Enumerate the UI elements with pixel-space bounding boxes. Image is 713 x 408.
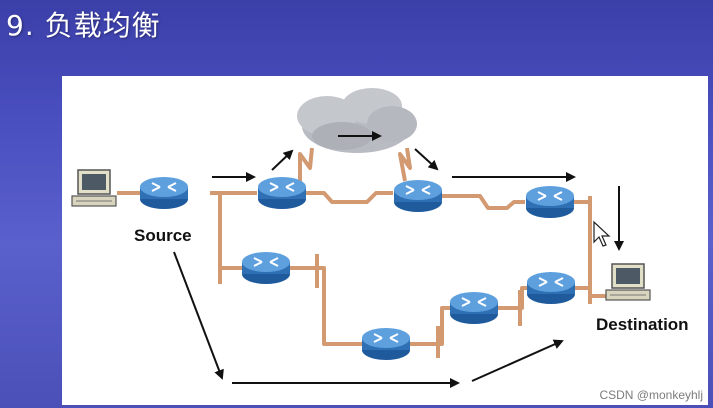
diagram-panel: Source Destination xyxy=(62,76,708,405)
router-top-left-icon xyxy=(257,176,307,210)
destination-label: Destination xyxy=(596,315,689,334)
router-lower-right-icon xyxy=(526,271,576,305)
network-diagram xyxy=(71,88,651,388)
router-top-middle-icon xyxy=(393,179,443,213)
mouse-cursor-icon xyxy=(593,220,611,247)
router-lower-middle-icon xyxy=(449,291,499,325)
destination-computer-icon xyxy=(605,263,651,301)
watermark: CSDN @monkeyhlj xyxy=(599,388,703,402)
source-computer-icon xyxy=(71,169,117,207)
router-top-right-icon xyxy=(525,185,575,219)
traffic-arrows xyxy=(173,131,624,388)
slide-title: 9. 负载均衡 xyxy=(6,9,161,42)
router-bottom-icon xyxy=(361,327,411,361)
router-source-icon xyxy=(139,176,189,210)
network-cloud xyxy=(297,88,417,153)
router-lower-left-icon xyxy=(241,251,291,285)
source-label: Source xyxy=(134,226,192,245)
network-links xyxy=(117,147,607,358)
